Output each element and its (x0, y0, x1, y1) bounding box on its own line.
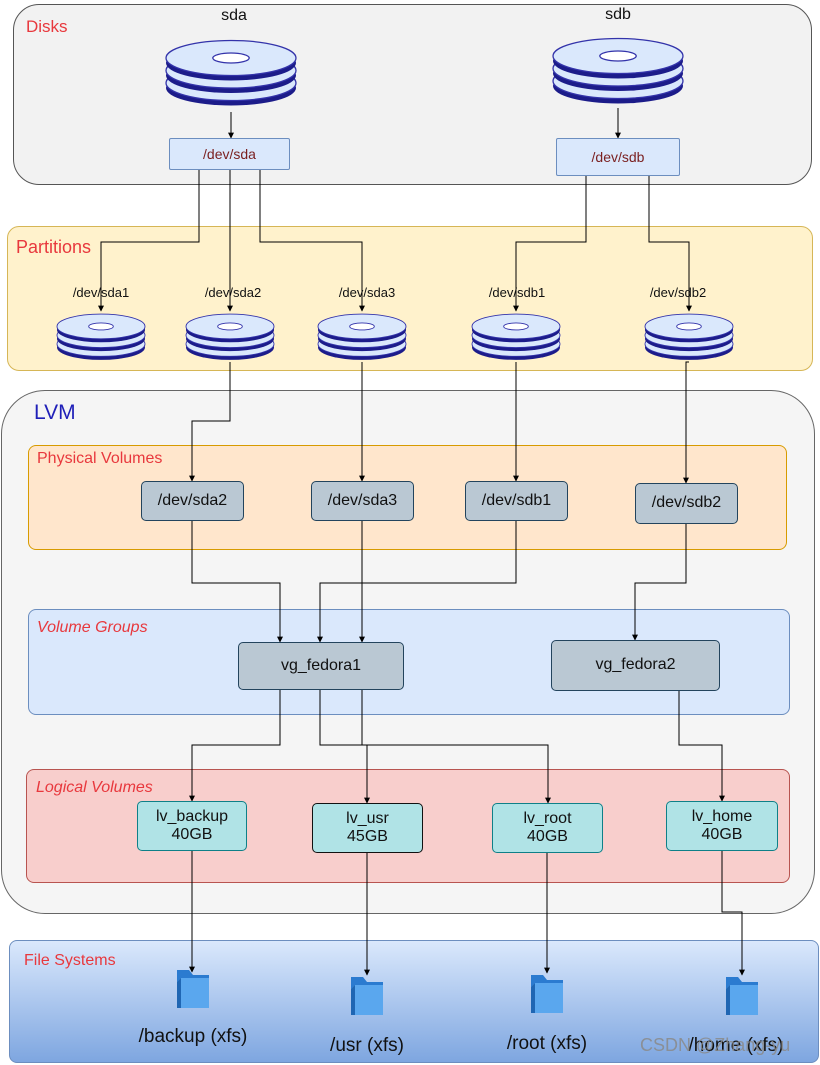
pv-node-sdb1-label: /dev/sdb1 (481, 491, 552, 509)
folder-icon-backup (177, 970, 209, 1008)
lv-node-root-size: 40GB (527, 828, 568, 845)
lv-node-usr-name: lv_usr (346, 809, 389, 827)
device-node-sdb-label: /dev/sdb (591, 148, 645, 165)
vg-node-fedora2-label: vg_fedora2 (595, 656, 676, 674)
partition-icon-sda2 (185, 313, 275, 361)
fs-label-home: /home (xfs) (688, 1035, 784, 1056)
device-node-sdb: /dev/sdb (556, 138, 680, 176)
fs-label-root: /root (xfs) (506, 1033, 588, 1054)
pv-node-sda3: /dev/sda3 (311, 481, 414, 521)
partition-label-sdb2: /dev/sdb2 (649, 285, 707, 300)
lv-node-usr-size: 45GB (347, 828, 388, 845)
lv-node-home: lv_home 40GB (666, 801, 778, 851)
edge-sda2-pv (189, 362, 231, 482)
edge-sda-sda3 (259, 170, 365, 312)
pv-node-sda2: /dev/sda2 (141, 481, 244, 521)
disk-icon-sdb (552, 37, 684, 105)
edge-vg2-lv-home (678, 690, 725, 802)
pv-node-sdb2: /dev/sdb2 (635, 483, 738, 524)
disk-icon-sda (165, 39, 297, 107)
partition-label-sda1: /dev/sda1 (72, 285, 130, 300)
edge-sdb-sdb1 (513, 176, 587, 312)
fs-label-usr: /usr (xfs) (330, 1035, 404, 1056)
lv-node-usr: lv_usr 45GB (312, 803, 423, 853)
file-systems-group: File Systems (9, 940, 819, 1063)
edge-lv-home-fs (721, 851, 745, 976)
volume-groups-group-label: Volume Groups (37, 619, 148, 636)
partition-label-sdb1: /dev/sdb1 (488, 285, 546, 300)
lv-node-root: lv_root 40GB (492, 803, 603, 853)
edge-pv-sdb1-vg1 (359, 521, 517, 643)
disk-label-sda: sda (221, 7, 247, 24)
device-node-sda: /dev/sda (169, 138, 290, 170)
partitions-group-label: Partitions (16, 237, 92, 257)
connectors (98, 108, 745, 976)
disks-group-label: Disks (26, 17, 68, 36)
vg-node-fedora2: vg_fedora2 (551, 640, 720, 691)
edge-sdb2-pv (683, 361, 689, 484)
folder-icon-home (726, 977, 758, 1015)
file-systems-group-label: File Systems (24, 952, 116, 969)
fs-label-backup: /backup (xfs) (138, 1026, 248, 1047)
pv-node-sda2-label: /dev/sda2 (157, 491, 228, 509)
pv-node-sdb1: /dev/sdb1 (465, 481, 568, 521)
lvm-group-label: LVM (34, 401, 76, 424)
edge-sda-sda1 (98, 170, 200, 312)
edge-sdb-sdb2 (648, 176, 692, 312)
pv-node-sda3-label: /dev/sda3 (327, 491, 398, 509)
lv-node-backup: lv_backup 40GB (137, 801, 247, 851)
partition-label-sda3: /dev/sda3 (338, 285, 396, 300)
partition-label-sda2: /dev/sda2 (204, 285, 262, 300)
lv-node-backup-name: lv_backup (155, 807, 229, 825)
edge-vg1-lv-root (361, 690, 551, 804)
logical-volumes-group-label: Logical Volumes (36, 779, 153, 796)
folder-icon-usr (351, 977, 383, 1015)
partition-icon-sda3 (317, 313, 407, 361)
edge-vg1-lv-backup (189, 690, 281, 802)
edge-pv-sda2-vg1 (191, 521, 283, 643)
edge-vg1-lv-usr (319, 690, 370, 804)
edge-pv-sdb2-vg2 (632, 524, 687, 641)
physical-volumes-group-label: Physical Volumes (37, 450, 163, 467)
lv-node-home-size: 40GB (701, 826, 743, 843)
lv-node-backup-size: 40GB (171, 826, 213, 843)
edge-pv-sda3-vg1 (317, 521, 363, 643)
disks-group: Disks (13, 4, 812, 185)
vg-node-fedora1: vg_fedora1 (238, 642, 404, 690)
device-node-sda-label: /dev/sda (203, 145, 256, 162)
partition-icon-sdb1 (471, 313, 561, 361)
pv-node-sdb2-label: /dev/sdb2 (651, 494, 722, 512)
lv-node-home-name: lv_home (691, 807, 753, 825)
vg-node-fedora1-label: vg_fedora1 (280, 656, 362, 674)
lv-node-root-name: lv_root (523, 809, 572, 827)
partition-icon-sdb2 (644, 313, 734, 361)
folder-icon-root (531, 975, 563, 1013)
disk-label-sdb: sdb (605, 6, 631, 23)
watermark: CSDN @Zhang-yu (640, 1035, 791, 1055)
partition-icon-sda1 (56, 313, 146, 361)
